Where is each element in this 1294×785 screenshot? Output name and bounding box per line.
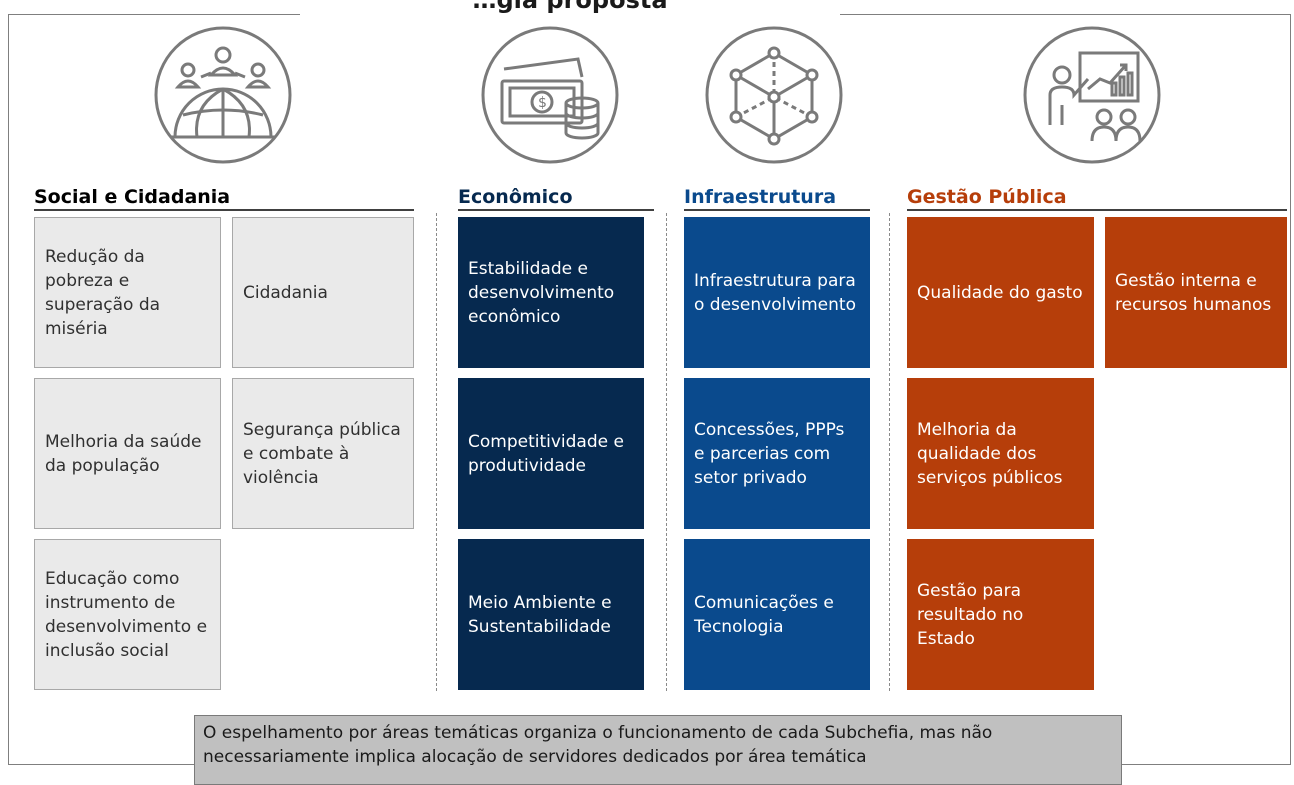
presentation-icon: [1022, 25, 1162, 165]
theme-box: Redução da pobreza e superação da miséri…: [34, 217, 221, 368]
heading-rule: [458, 209, 654, 211]
theme-box: Competitividade e produtividade: [458, 378, 644, 529]
theme-box: Estabilidade e desenvolvimento econômico: [458, 217, 644, 368]
footnote-box: O espelhamento por áreas temáticas organ…: [194, 715, 1122, 785]
theme-box: Cidadania: [232, 217, 414, 368]
heading-rule: [684, 209, 870, 211]
network-cube-icon: [704, 25, 844, 165]
title-background: [300, 0, 840, 20]
column-divider: [889, 213, 890, 691]
people-globe-icon: [153, 25, 293, 165]
theme-box: Melhoria da qualidade dos serviços públi…: [907, 378, 1094, 529]
column-divider: [666, 213, 667, 691]
theme-box: Gestão para resultado no Estado: [907, 539, 1094, 690]
group-heading-social: Social e Cidadania: [34, 186, 231, 208]
theme-box: Qualidade do gasto: [907, 217, 1094, 368]
frame-border: [1122, 764, 1291, 765]
theme-box: Concessões, PPPs e parcerias com setor p…: [684, 378, 870, 529]
heading-rule: [907, 209, 1287, 211]
theme-box: Comunicações e Tecnologia: [684, 539, 870, 690]
group-heading-economico: Econômico: [458, 186, 573, 208]
theme-box: Educação como instrumento de desenvolvim…: [34, 539, 221, 690]
money-coins-icon: $: [480, 25, 620, 165]
group-heading-infraestrutura: Infraestrutura: [684, 186, 837, 208]
heading-rule: [34, 209, 414, 211]
theme-box: Meio Ambiente e Sustentabilidade: [458, 539, 644, 690]
theme-box: Gestão interna e recursos humanos: [1105, 217, 1287, 368]
column-divider: [436, 213, 437, 691]
page-title: …gia proposta: [472, 0, 668, 14]
group-heading-gestao: Gestão Pública: [907, 186, 1067, 208]
theme-box: Segurança pública e combate à violência: [232, 378, 414, 529]
svg-text:$: $: [538, 95, 547, 111]
frame-border: [8, 764, 194, 765]
theme-box: Melhoria da saúde da população: [34, 378, 221, 529]
theme-box: Infraestrutura para o desenvolvimento: [684, 217, 870, 368]
